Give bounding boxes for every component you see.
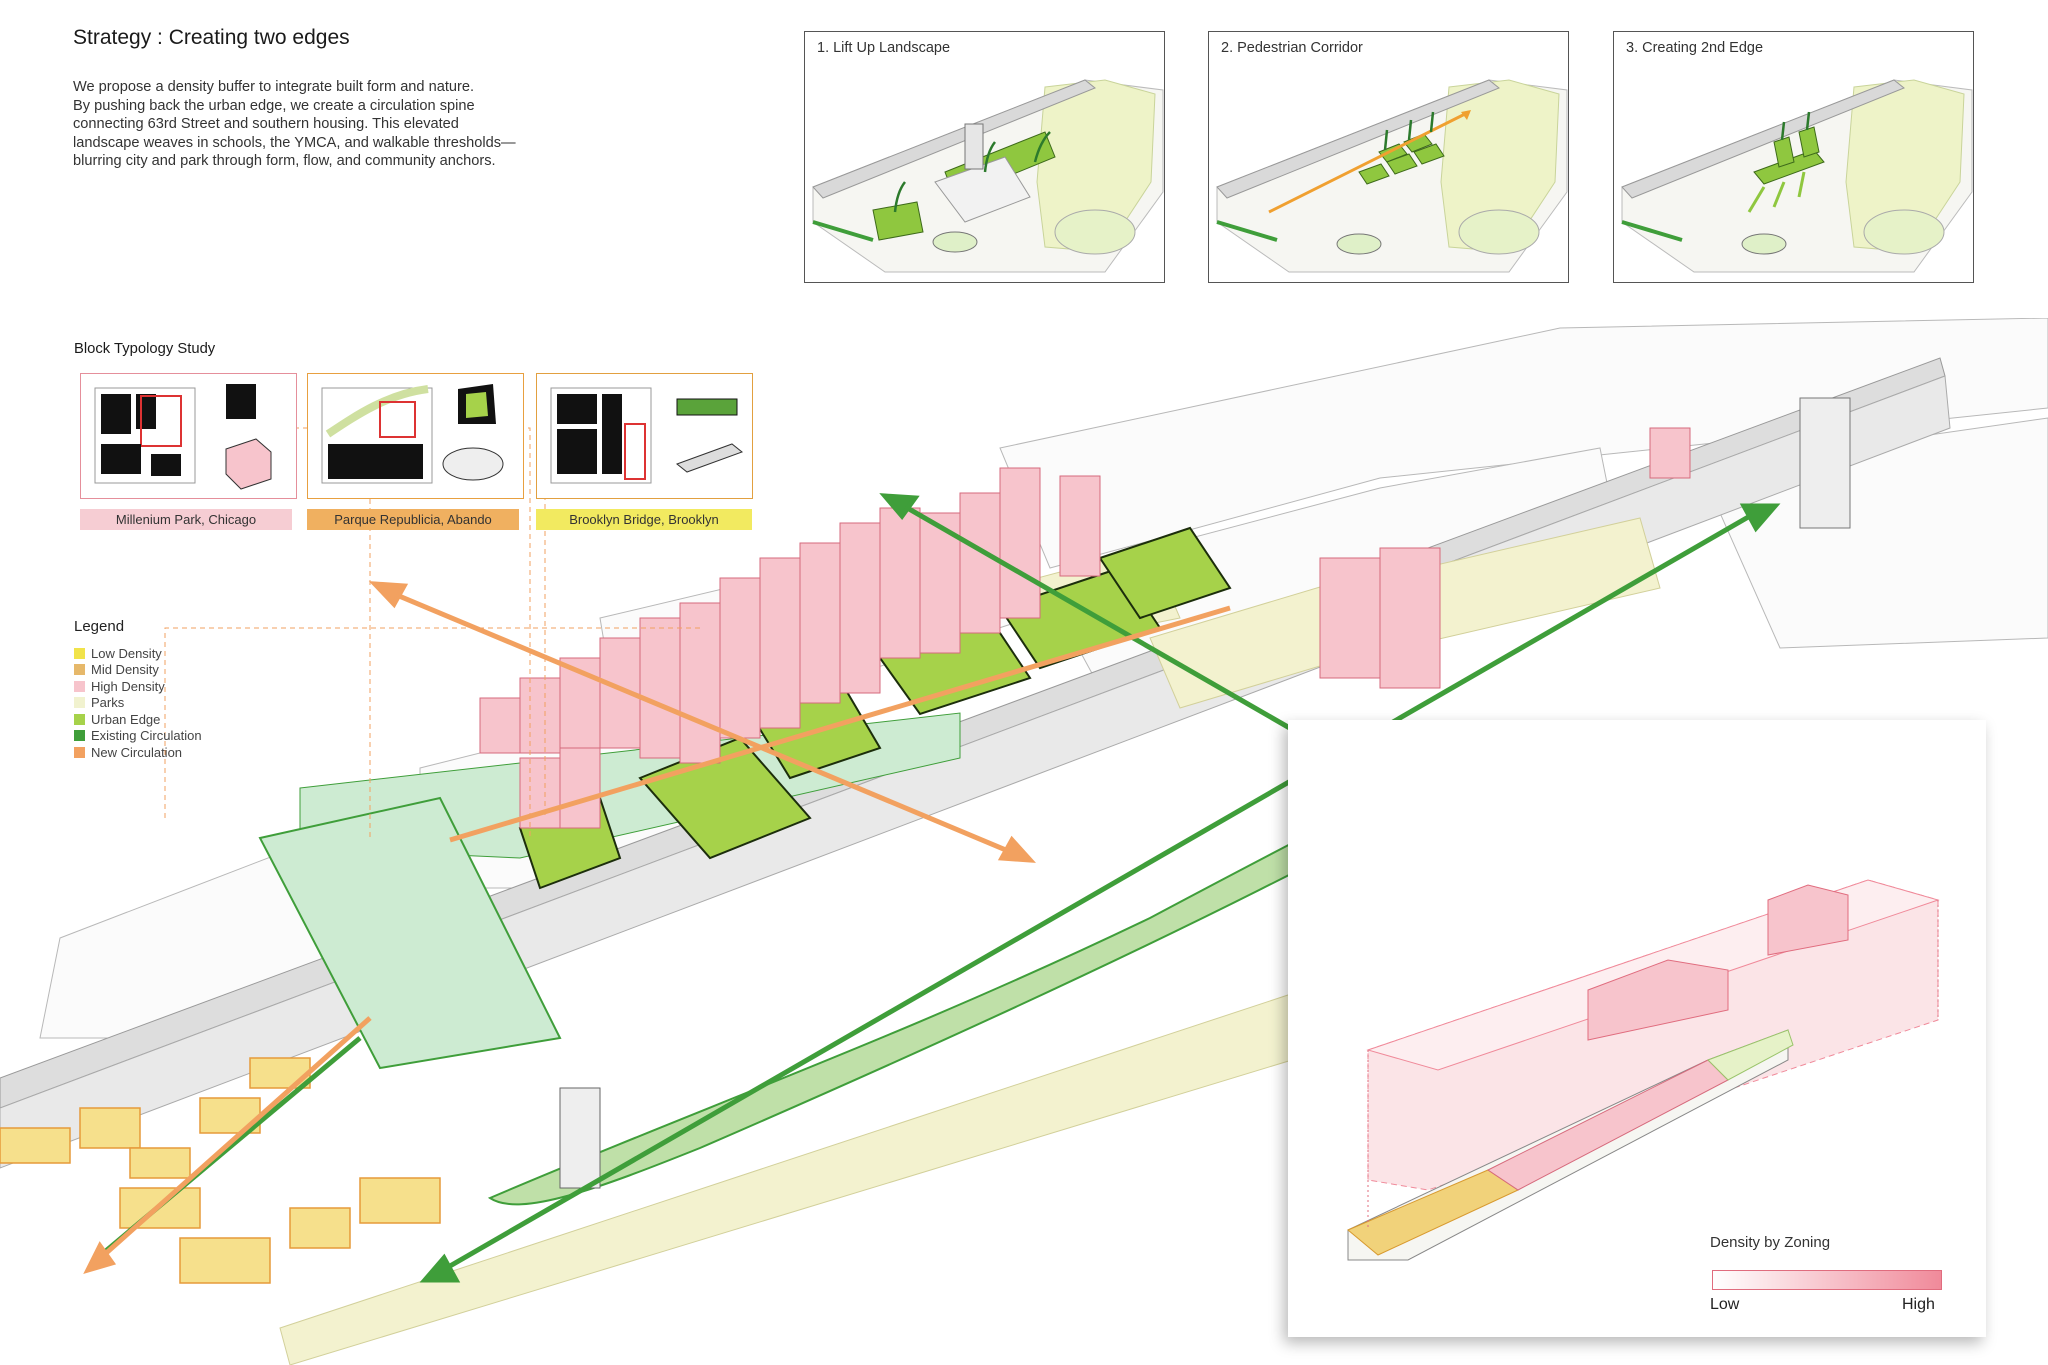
legend-label: Mid Density (91, 662, 159, 677)
legend-label: Parks (91, 695, 125, 710)
density-inset-card: Density by Zoning Low High (1288, 720, 1986, 1337)
typology-card-parque-republicia (307, 373, 524, 499)
white-tower (559, 1087, 601, 1189)
step-1-diagram (812, 79, 1164, 273)
legend-label: Existing Circulation (91, 728, 202, 743)
step-panel-creating-2nd-edge: 3. Creating 2nd Edge (1613, 31, 1974, 283)
description-line: We propose a density buffer to integrate… (73, 79, 475, 95)
density-low-label: Low (1710, 1296, 1740, 1313)
typology-figure-ground (550, 387, 744, 484)
legend-swatch (74, 664, 85, 675)
legend-label: High Density (91, 679, 165, 694)
tower-shape (964, 123, 984, 170)
legend-item-low-density: Low Density (74, 646, 162, 662)
legend-swatch (74, 747, 85, 758)
legend-swatch (74, 714, 85, 725)
density-high-label: High (1902, 1296, 1935, 1313)
density-legend-title: Density by Zoning (1710, 1234, 1831, 1251)
strategy-description: We propose a density buffer to integrate… (73, 78, 573, 171)
legend-item-parks: Parks (74, 695, 124, 711)
legend-item-mid-density: Mid Density (74, 662, 159, 678)
legend-title: Legend (74, 618, 125, 635)
site-axonometric-map (0, 318, 2048, 1365)
strategy-title: Strategy : Creating two edges (73, 26, 350, 49)
density-inset-diagram (1347, 879, 1940, 1261)
typology-tag-brooklyn-bridge: Brooklyn Bridge, Brooklyn (536, 509, 752, 530)
legend-swatch (74, 648, 85, 659)
density-gradient-bar (1712, 1270, 1942, 1290)
step-panel-pedestrian-corridor: 2. Pedestrian Corridor (1208, 31, 1569, 283)
legend-label: Low Density (91, 646, 162, 661)
step-label: 3. Creating 2nd Edge (1626, 40, 1764, 56)
step-2-diagram (1216, 79, 1568, 273)
legend-item-existing-circulation: Existing Circulation (74, 728, 202, 744)
legend-item-high-density: High Density (74, 679, 165, 695)
legend-swatch (74, 681, 85, 692)
new-circulation-arrows (83, 581, 1231, 1275)
high-density-towers (479, 427, 1691, 829)
legend-item-urban-edge: Urban Edge (74, 712, 160, 728)
description-line: By pushing back the urban edge, we creat… (73, 97, 475, 114)
step-3-diagram (1621, 79, 1973, 273)
typology-figure-ground (94, 384, 272, 490)
legend-swatch (74, 697, 85, 708)
legend-swatch (74, 730, 85, 741)
white-tower (1799, 397, 1851, 529)
typology-tag-parque-republicia: Parque Republicia, Abando (307, 509, 519, 530)
step-label: 2. Pedestrian Corridor (1221, 40, 1363, 56)
south-green (258, 796, 562, 1070)
step-panel-lift-up-landscape: 1. Lift Up Landscape (804, 31, 1165, 283)
typology-card-millenium-park (80, 373, 297, 499)
typology-card-brooklyn-bridge (536, 373, 753, 499)
typology-title: Block Typology Study (74, 341, 216, 357)
description-line: blurring city and park through form, flo… (73, 153, 496, 169)
description-line: landscape weaves in schools, the YMCA, a… (73, 134, 516, 151)
legend-item-new-circulation: New Circulation (74, 745, 182, 761)
description-line: connecting 63rd Street and southern hous… (73, 116, 459, 132)
step-label: 1. Lift Up Landscape (817, 40, 951, 56)
legend-label: New Circulation (91, 745, 183, 760)
typology-figure-ground (321, 384, 504, 484)
typology-tag-millenium-park: Millenium Park, Chicago (80, 509, 292, 530)
legend-label: Urban Edge (91, 712, 161, 727)
